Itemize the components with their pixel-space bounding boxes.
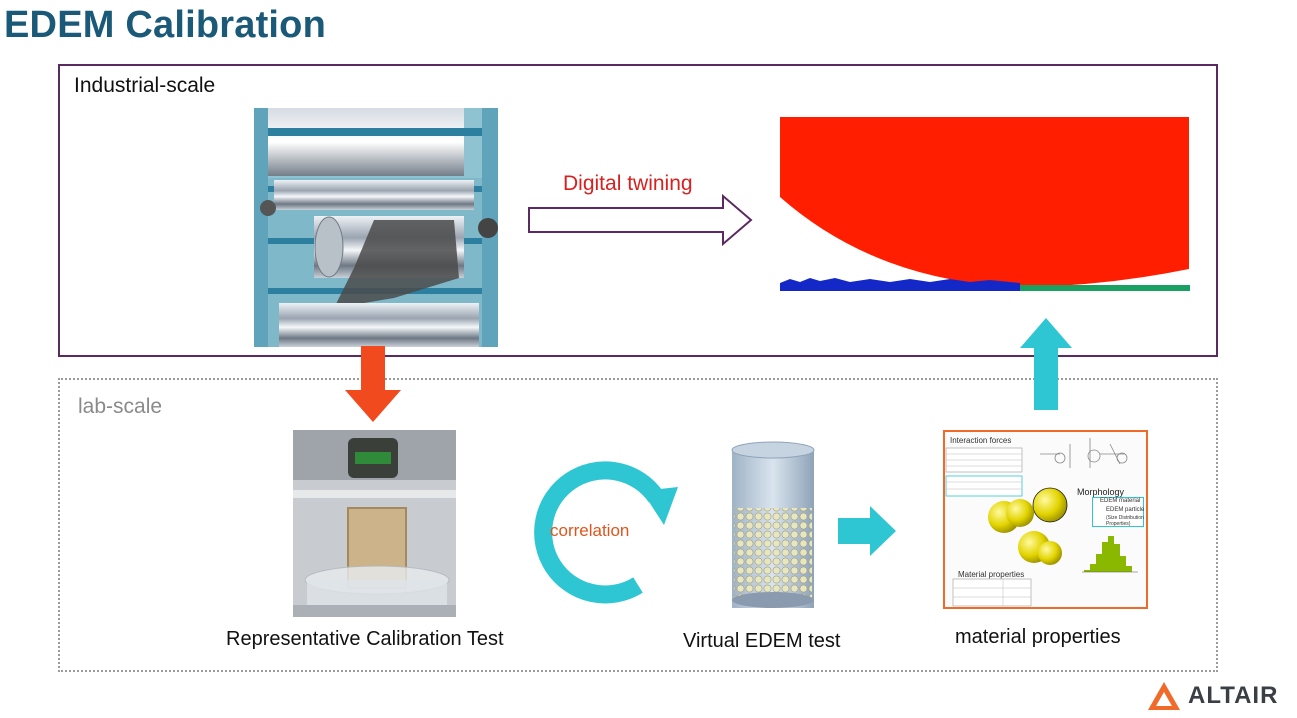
altair-logo-text: ALTAIR (1188, 682, 1279, 709)
correlation-label: correlation (550, 521, 630, 540)
roller-machine-photo (254, 108, 498, 347)
machine-schematic-icon (1040, 438, 1128, 468)
virtual-edem-caption: Virtual EDEM test (683, 630, 841, 652)
size-distribution-label: (Size Distribution Properties) (1106, 515, 1144, 527)
lab-scale-frame (58, 378, 1218, 672)
material-properties-caption: material properties (955, 626, 1121, 648)
page-title: EDEM Calibration (4, 4, 327, 46)
down-arrow (345, 346, 401, 422)
virtual-edem-cylinder (731, 441, 815, 608)
digital-twining-label: Digital twining (563, 172, 693, 195)
lab-scale-label: lab-scale (78, 395, 163, 418)
up-arrow (1020, 318, 1072, 410)
industrial-scale-label: Industrial-scale (74, 74, 216, 97)
interaction-forces-title: Interaction forces (950, 436, 1012, 445)
industrial-scale-frame (58, 64, 1218, 357)
correlation-cycle-arrow (534, 461, 678, 604)
particle-spheres (988, 487, 1068, 565)
material-properties-table (952, 578, 1032, 607)
altair-logo-icon (1148, 682, 1180, 710)
material-properties-title: Material properties (958, 570, 1025, 579)
edem-particle-label: EDEM particle (1106, 507, 1145, 513)
calibration-test-photo (293, 430, 456, 617)
calibration-test-caption: Representative Calibration Test (226, 628, 504, 650)
interaction-forces-table (945, 447, 1023, 497)
size-distribution-histogram (1082, 536, 1138, 573)
edem-material-label: EDEM material (1100, 498, 1141, 504)
morphology-tree (1092, 497, 1144, 527)
digital-twining-arrow (528, 193, 753, 247)
right-arrow (838, 506, 896, 556)
morphology-label: Morphology (1077, 487, 1125, 497)
digital-twin-simulation (780, 117, 1190, 291)
